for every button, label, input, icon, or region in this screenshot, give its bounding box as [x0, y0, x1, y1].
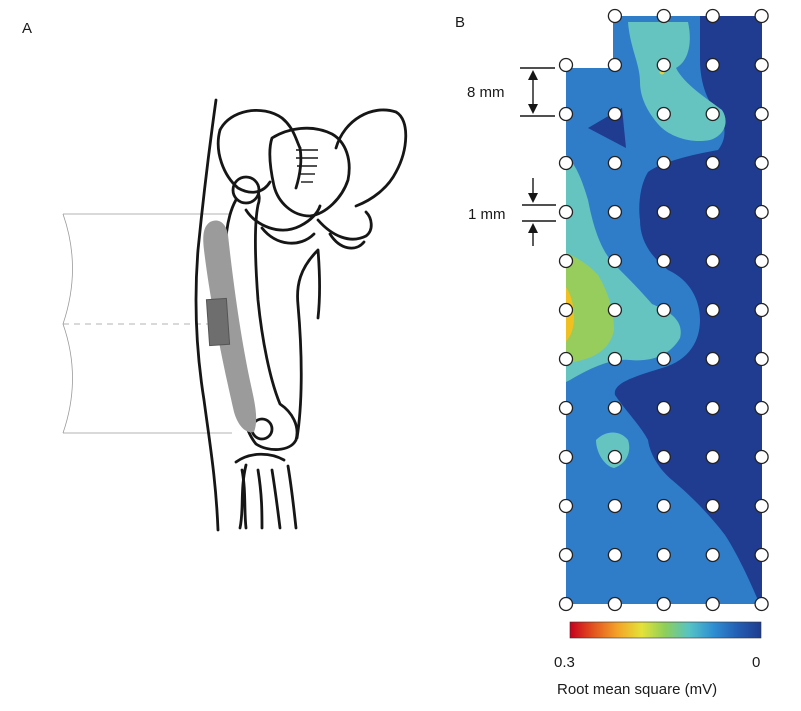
electrode-grid-footprint: [205, 297, 231, 347]
electrode-r4-c3: [705, 204, 720, 220]
electrode-r7-c1: [607, 351, 623, 367]
electrode-r8-c0: [558, 400, 574, 416]
electrode-r4-c0: [558, 204, 574, 220]
map-mid-region-top: [628, 22, 726, 142]
electrode-r4-c4: [754, 204, 769, 220]
electrode-r7-c2: [656, 351, 671, 367]
colorbar-max-label: 0.3: [554, 654, 575, 671]
anatomy-illustration: [62, 98, 408, 532]
electrode-r11-c0: [558, 547, 574, 563]
electrode-r2-c1: [607, 106, 623, 122]
lower-leg-bones: [234, 452, 298, 530]
electrode-r9-c3: [705, 449, 720, 465]
electrode-array: [558, 8, 769, 612]
electrode-r2-c2: [656, 106, 671, 122]
electrode-r11-c4: [754, 547, 769, 563]
electrode-r12-c0: [558, 596, 574, 612]
electrode-r8-c4: [754, 400, 769, 416]
electrode-r2-c3: [705, 106, 720, 122]
electrode-r9-c4: [754, 449, 769, 465]
electrode-r2-c0: [558, 106, 574, 122]
electrode-r8-c1: [607, 400, 623, 416]
electrode-r5-c1: [607, 253, 623, 269]
electrode-r10-c1: [607, 498, 623, 514]
colorbar-gradient: [569, 621, 762, 639]
panel-label-b: B: [455, 14, 465, 31]
emg-map: [558, 8, 769, 612]
electrode-r5-c0: [558, 253, 574, 269]
electrode-r6-c1: [607, 302, 623, 318]
electrode-r6-c4: [754, 302, 769, 318]
electrode-r3-c2: [656, 155, 671, 171]
map-high-region: [566, 250, 614, 364]
electrode-r8-c3: [705, 400, 720, 416]
electrode-r10-c2: [656, 498, 671, 514]
pelvis: [216, 108, 408, 250]
colorbar-min-label: 0: [752, 654, 760, 671]
body-outline: [194, 98, 321, 532]
electrode-r1-c3: [705, 57, 720, 73]
electrode-r2-c4: [754, 106, 769, 122]
colorbar: 0.3 0 Root mean square (mV): [554, 621, 762, 698]
electrode-r8-c2: [656, 400, 671, 416]
electrode-r0-c2: [656, 8, 671, 24]
map-low-region: [614, 16, 762, 604]
dimension-1mm: [522, 178, 556, 246]
electrode-r1-c1: [607, 57, 623, 73]
electrode-r3-c3: [705, 155, 720, 171]
electrode-r11-c1: [607, 547, 623, 563]
electrode-r3-c4: [754, 155, 769, 171]
electrode-r0-c1: [607, 8, 623, 24]
dimension-1mm-label: 1 mm: [468, 206, 506, 223]
electrode-r9-c1: [607, 449, 623, 465]
electrode-r10-c3: [705, 498, 720, 514]
electrode-r12-c4: [754, 596, 769, 612]
electrode-r7-c3: [705, 351, 720, 367]
electrode-r0-c3: [705, 8, 720, 24]
electrode-r6-c2: [656, 302, 671, 318]
electrode-r5-c3: [705, 253, 720, 269]
electrode-r12-c1: [607, 596, 623, 612]
electrode-r7-c0: [558, 351, 574, 367]
panel-label-a: A: [22, 20, 32, 37]
vastus-lateralis-muscle: [203, 220, 257, 433]
electrode-r12-c3: [705, 596, 720, 612]
electrode-r11-c3: [705, 547, 720, 563]
electrode-r11-c2: [656, 547, 671, 563]
electrode-r1-c0: [558, 57, 574, 73]
dimension-8mm: [520, 67, 555, 117]
electrode-r9-c2: [656, 449, 671, 465]
electrode-r12-c2: [656, 596, 671, 612]
colorbar-title: Root mean square (mV): [557, 681, 717, 698]
electrode-r4-c2: [656, 204, 671, 220]
electrode-r6-c0: [558, 302, 574, 318]
electrode-r5-c4: [754, 253, 769, 269]
electrode-r9-c0: [558, 449, 574, 465]
electrode-r6-c3: [705, 302, 720, 318]
electrode-r10-c0: [558, 498, 574, 514]
dimension-8mm-label: 8 mm: [467, 84, 505, 101]
electrode-r1-c4: [754, 57, 769, 73]
electrode-r1-c2: [656, 57, 671, 73]
electrode-r4-c1: [607, 204, 623, 220]
thigh-cylinder: [62, 213, 232, 434]
electrode-r0-c4: [754, 8, 769, 24]
electrode-r7-c4: [754, 351, 769, 367]
sacrum-lines: [296, 149, 318, 183]
electrode-r3-c1: [607, 155, 623, 171]
electrode-r5-c2: [656, 253, 671, 269]
electrode-r3-c0: [558, 155, 574, 171]
electrode-r10-c4: [754, 498, 769, 514]
